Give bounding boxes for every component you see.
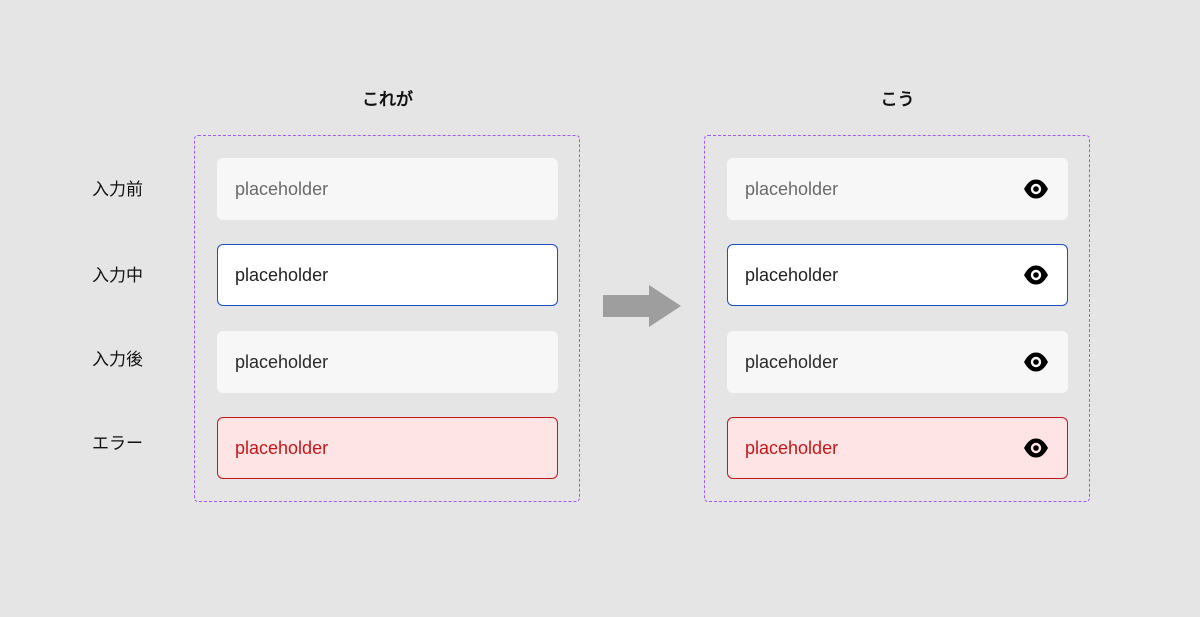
eye-icon[interactable] bbox=[1023, 264, 1049, 286]
field-text: placeholder bbox=[745, 179, 839, 199]
field-text: placeholder bbox=[745, 352, 839, 372]
row-label-before-input: 入力前 bbox=[92, 180, 143, 200]
field-text: placeholder bbox=[745, 438, 839, 458]
field-text: placeholder bbox=[235, 352, 329, 372]
eye-icon[interactable] bbox=[1023, 178, 1049, 200]
row-label-inputting: 入力中 bbox=[92, 266, 143, 286]
eye-icon[interactable] bbox=[1023, 351, 1049, 373]
before-panel: placeholder placeholder placeholder plac… bbox=[194, 135, 580, 502]
password-field-empty[interactable]: placeholder bbox=[217, 158, 558, 220]
row-label-after-input: 入力後 bbox=[92, 350, 143, 370]
field-text: placeholder bbox=[235, 438, 329, 458]
transition-arrow bbox=[603, 285, 681, 327]
field-text: placeholder bbox=[235, 265, 329, 285]
before-heading: これが bbox=[362, 90, 413, 110]
password-field-filled[interactable]: placeholder bbox=[217, 331, 558, 393]
field-text: placeholder bbox=[745, 265, 839, 285]
password-field-empty[interactable]: placeholder bbox=[727, 158, 1068, 220]
after-heading: こう bbox=[880, 90, 915, 110]
eye-icon[interactable] bbox=[1023, 437, 1049, 459]
password-field-error[interactable]: placeholder bbox=[217, 417, 558, 479]
row-label-error: エラー bbox=[92, 434, 143, 454]
password-field-focused[interactable]: placeholder bbox=[217, 244, 558, 306]
password-field-filled[interactable]: placeholder bbox=[727, 331, 1068, 393]
after-panel: placeholder placeholder placeholder plac… bbox=[704, 135, 1090, 502]
field-text: placeholder bbox=[235, 179, 329, 199]
password-field-error[interactable]: placeholder bbox=[727, 417, 1068, 479]
password-field-focused[interactable]: placeholder bbox=[727, 244, 1068, 306]
